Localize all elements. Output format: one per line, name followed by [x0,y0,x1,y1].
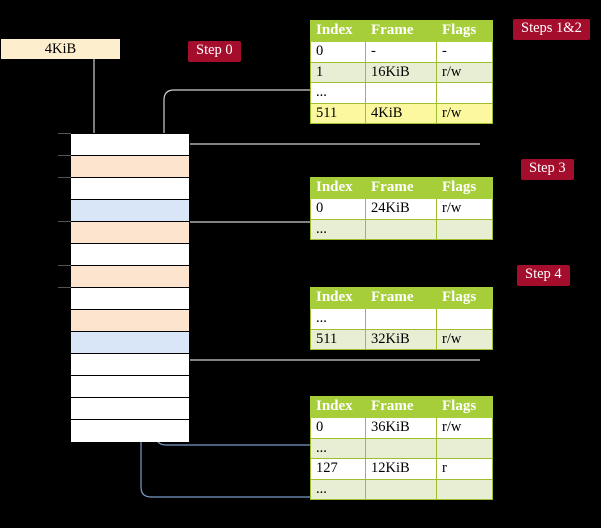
cell-flags: r/w [436,198,493,220]
source-block-4kib: 4KiB [1,39,120,59]
cell-index: ... [310,82,366,104]
memory-frame-row[interactable] [71,288,189,310]
column-header-index: Index [310,396,366,418]
cell-flags: r/w [436,61,493,83]
cell-index: 0 [310,198,366,220]
cell-frame: 16KiB [365,61,437,83]
badge-steps-1-2-label: Steps 1&2 [521,20,582,36]
column-header-index: Index [310,20,366,42]
cell-flags [436,437,493,459]
column-header-frame: Frame [365,177,437,199]
memory-frame-row[interactable] [71,310,189,332]
cell-flags [436,82,493,104]
memory-frame-row[interactable] [71,420,189,442]
column-header-frame: Frame [365,20,437,42]
memory-tick [58,287,71,288]
cell-index: 1 [310,61,366,83]
table-row[interactable]: ... [310,308,493,330]
badge-steps-1-2: Steps 1&2 [513,19,590,40]
cell-flags: r/w [436,328,493,350]
column-header-index: Index [310,177,366,199]
badge-step-0-label: Step 0 [196,42,233,58]
column-header-flags: Flags [436,177,493,199]
cell-index: ... [310,437,366,459]
table-row[interactable]: ... [310,478,493,500]
cell-frame [365,82,437,104]
badge-step-4: Step 4 [517,265,570,286]
cell-flags: r/w [436,102,493,124]
memory-frame-row[interactable] [71,244,189,266]
column-header-frame: Frame [365,287,437,309]
memory-frame-row[interactable] [71,134,189,156]
memory-frame-row[interactable] [71,156,189,178]
cell-index: ... [310,218,366,240]
memory-frame-row[interactable] [71,376,189,398]
cell-index: 0 [310,417,366,439]
cell-index: ... [310,308,366,330]
column-header-index: Index [310,287,366,309]
table-row[interactable]: ... [310,437,493,459]
memory-tick [58,221,71,222]
memory-frame-row[interactable] [71,354,189,376]
memory-tick [58,155,71,156]
cell-index: 511 [310,328,366,350]
memory-frame-row[interactable] [71,398,189,420]
cell-flags: r/w [436,417,493,439]
cell-frame [365,218,437,240]
badge-step-3: Step 3 [521,159,574,180]
memory-tick [58,265,71,266]
memory-frame-row[interactable] [71,266,189,288]
badge-step-0: Step 0 [188,41,241,62]
table-row[interactable]: ... [310,82,493,104]
cell-frame: 12KiB [365,458,437,480]
table-row[interactable]: 0-- [310,41,493,63]
cell-index: 511 [310,102,366,124]
memory-frame-row[interactable] [71,222,189,244]
cell-frame: 32KiB [365,328,437,350]
cell-flags: - [436,41,493,63]
table-row[interactable]: ... [310,218,493,240]
memory-frame-row[interactable] [71,200,189,222]
cell-frame: 24KiB [365,198,437,220]
column-header-frame: Frame [365,396,437,418]
cell-flags [436,308,493,330]
memory-tick [58,177,71,178]
cell-frame: 36KiB [365,417,437,439]
column-header-flags: Flags [436,287,493,309]
cell-frame: - [365,41,437,63]
memory-frame-row[interactable] [71,178,189,200]
cell-flags [436,478,493,500]
cell-flags [436,218,493,240]
cell-index: 0 [310,41,366,63]
badge-step-3-label: Step 3 [529,160,566,176]
cell-flags: r [436,458,493,480]
cell-index: ... [310,478,366,500]
cell-index: 127 [310,458,366,480]
cell-frame [365,437,437,459]
physical-memory-column [70,133,190,442]
cell-frame [365,478,437,500]
cell-frame: 4KiB [365,102,437,124]
cell-frame [365,308,437,330]
memory-tick [58,133,71,134]
badge-step-4-label: Step 4 [525,266,562,282]
column-header-flags: Flags [436,396,493,418]
column-header-flags: Flags [436,20,493,42]
source-block-label: 4KiB [44,40,77,57]
memory-frame-row[interactable] [71,332,189,354]
